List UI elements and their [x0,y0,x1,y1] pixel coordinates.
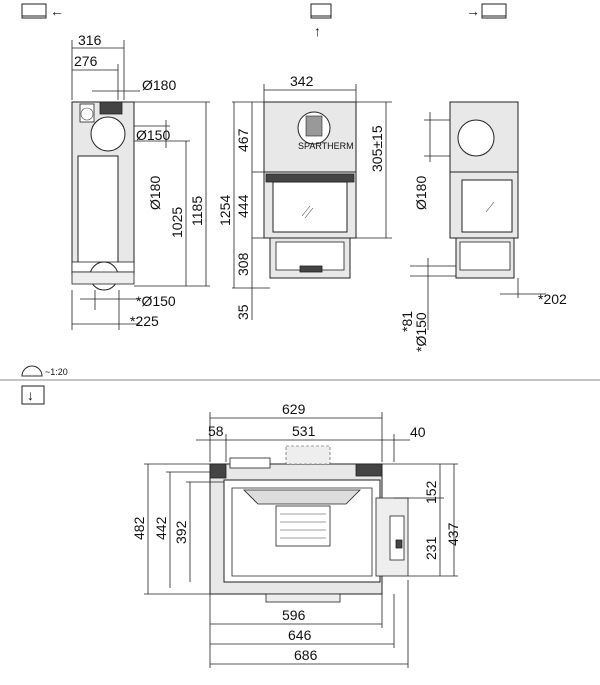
dim-star-d150: *Ø150 [136,293,176,309]
left-side-view: 316 276 Ø180 Ø180 1025 1185 Ø150 * [71,32,210,330]
front-view: 342 SPARTHERM 467 444 308 1254 35 305±15 [217,73,392,320]
view-marker-plan: ↓ [21,385,45,405]
dim-231: 231 [423,536,439,560]
view-marker-front: ↑ [310,3,332,39]
plan-view: 629 58 531 40 482 442 392 [131,401,461,668]
right-arrow-icon: → [466,3,480,19]
dim-star-81: *81 [399,311,415,332]
dim-482: 482 [131,516,147,540]
dim-596: 596 [282,607,306,623]
dim-305pm15: 305±15 [369,125,385,172]
dim-star-202: *202 [538,291,567,307]
dim-444: 444 [235,194,251,218]
dim-308: 308 [235,252,251,276]
dim-d180-top: Ø180 [142,77,176,93]
scale-label: ~1:20 [45,367,68,377]
view-marker-right: → [466,3,507,19]
dim-star-225: *225 [130,313,159,329]
brand-label: SPARTHERM [298,141,354,151]
dim-d180-side: Ø180 [147,176,163,210]
dim-152: 152 [423,480,439,504]
dim-star-d150-right: *Ø150 [413,312,429,352]
dim-1254: 1254 [217,195,233,226]
dim-629: 629 [282,401,306,417]
view-marker-left: ← [21,3,64,19]
dim-40: 40 [410,424,426,440]
dim-342: 342 [290,73,314,89]
dim-437: 437 [445,522,461,546]
dim-35: 35 [235,304,251,320]
dim-1025: 1025 [169,207,185,238]
dim-467: 467 [235,128,251,152]
dim-d150-side: Ø150 [136,127,170,143]
dim-442: 442 [153,516,169,540]
dim-531: 531 [292,423,316,439]
dim-1185: 1185 [189,196,205,226]
dim-646: 646 [288,627,312,643]
right-side-view: Ø180 *81 *Ø150 *202 [399,101,567,352]
dim-392: 392 [173,520,189,544]
dim-276: 276 [74,53,98,69]
dim-316: 316 [78,32,102,48]
left-arrow-icon: ← [50,3,64,19]
up-arrow-icon: ↑ [314,23,321,39]
down-arrow-icon: ↓ [27,387,34,403]
scale-indicator: ~1:20 [21,365,68,377]
dim-58: 58 [208,423,224,439]
dim-d180-right: Ø180 [413,176,429,210]
dim-686: 686 [294,647,318,663]
